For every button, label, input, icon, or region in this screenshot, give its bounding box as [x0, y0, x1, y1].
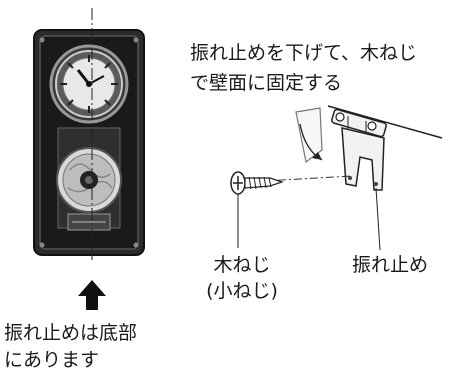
stopper-plate [341, 127, 385, 191]
pendulum [56, 127, 122, 231]
screw-label-line-2: (小ねじ) [206, 280, 278, 302]
instruction-line-2: で壁面に固定する [190, 72, 343, 94]
up-arrow-icon [78, 280, 106, 310]
wall-clock [33, 29, 145, 256]
bottom-note-line-2: にあります [4, 349, 100, 371]
screw-label-line-1: 木ねじ [213, 254, 271, 276]
bottom-note: 振れ止めは底部 にあります [4, 320, 137, 374]
wall-line [327, 105, 443, 139]
stopper-previous-position [295, 107, 323, 164]
bottom-note-line-1: 振れ止めは底部 [4, 322, 138, 344]
clock-dial [49, 44, 129, 124]
stopper-label: 振れ止め [352, 254, 429, 276]
mounting-diagram [229, 105, 443, 251]
hinge-bracket [331, 108, 387, 138]
stopper-leader-line [375, 187, 381, 251]
screw-label: 木ねじ (小ねじ) [200, 252, 284, 304]
instruction-line-1: 振れ止めを下げて、木ねじ [190, 42, 418, 64]
instruction-text: 振れ止めを下げて、木ねじ で壁面に固定する [190, 38, 417, 98]
wood-screw-icon [230, 171, 284, 195]
